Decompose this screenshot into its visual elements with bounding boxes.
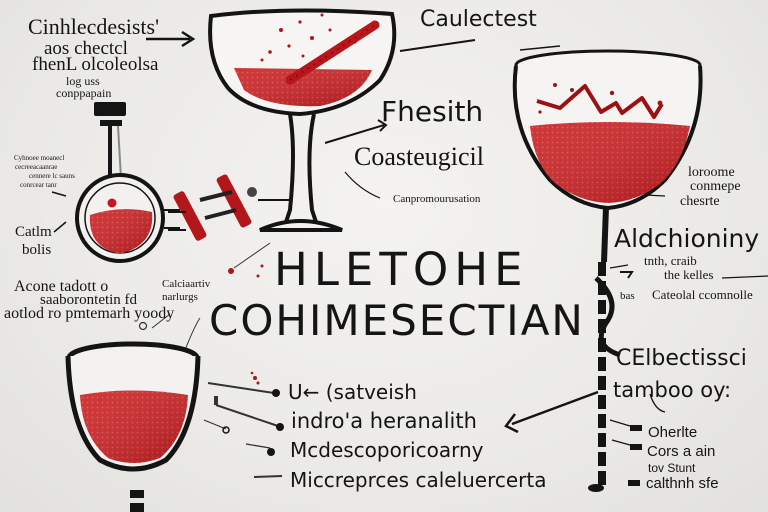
coupe-glass-icon xyxy=(208,8,397,232)
label-left-small-2: cecreeacaanrae xyxy=(15,163,58,171)
label-flask-1: Catlm xyxy=(15,224,52,240)
flask-icon xyxy=(75,102,180,263)
label-left-small-1: Cyhnoee moanecl xyxy=(14,154,65,162)
label-top-left-1: Cinhlecdesists' xyxy=(28,14,160,39)
wine-glass-icon xyxy=(512,49,703,492)
label-top-left-2: aos chectcl xyxy=(44,38,128,59)
label-left-middle-small-1: Calciaartiv xyxy=(162,278,211,290)
clamp-tool-icon xyxy=(168,174,290,241)
label-center-small: Canpromourusation xyxy=(393,193,481,205)
label-left-middle-1: Acone tadott o xyxy=(14,278,109,295)
leader-lines xyxy=(324,39,561,199)
label-right-mid-2: the kelles xyxy=(664,267,714,282)
label-center-upper-1: Fhesith xyxy=(381,95,484,128)
label-right-row-left: bas xyxy=(620,290,635,302)
label-top-left-3: fhenL olcoleolsa xyxy=(32,54,159,75)
tumbler-glass-icon xyxy=(65,341,201,512)
label-left-middle-3: aotlod ro pmtemarh yoody xyxy=(4,305,175,322)
label-right-lower-1: CElbectissci xyxy=(616,346,747,371)
label-right-list-3: tov Stunt xyxy=(648,461,696,475)
label-right-row-right: Cateolal ccomnolle xyxy=(652,287,753,302)
label-bottom-list-4: Miccreprces caleluercerta xyxy=(290,468,547,492)
label-left-small-4: conrcear tanr xyxy=(20,181,57,189)
label-left-middle-small-2: narlurgs xyxy=(162,291,198,303)
diagram-title-line1: HLETOHE xyxy=(274,243,529,296)
label-flask-2: bolis xyxy=(22,242,52,258)
label-top-center: Caulectest xyxy=(420,7,537,32)
label-right-small-3: chesrte xyxy=(680,194,720,209)
label-right-list-1: Oherlte xyxy=(648,424,698,441)
diagram-title-line2: COHIMESECTIAN xyxy=(209,296,585,345)
label-left-small-3: cennere lc sauns xyxy=(29,172,75,180)
label-right-small-1: loroome xyxy=(688,165,735,180)
arrow-icon xyxy=(146,30,196,48)
label-center-upper-2: Coasteugicil xyxy=(354,142,484,171)
label-right-list-2: Cors a ain xyxy=(647,443,716,460)
label-bottom-list-1: U← (satveish xyxy=(288,380,417,404)
label-bottom-list-3: Mcdescoporicoarny xyxy=(290,438,484,462)
label-right-list-4: calthnh sfe xyxy=(646,475,719,492)
label-right-large: Aldchioniny xyxy=(614,224,760,253)
label-right-lower-2: tamboo oy: xyxy=(613,378,732,402)
label-top-left-4: log uss xyxy=(66,74,100,88)
label-top-left-5: conppapain xyxy=(56,86,112,100)
label-bottom-list-2: indro'a heranalith xyxy=(291,409,477,433)
label-left-middle-2: saaborontetin fd xyxy=(40,292,138,308)
label-right-small-2: conmepe xyxy=(690,179,741,194)
label-right-mid-1: tnth, craib xyxy=(644,253,697,268)
